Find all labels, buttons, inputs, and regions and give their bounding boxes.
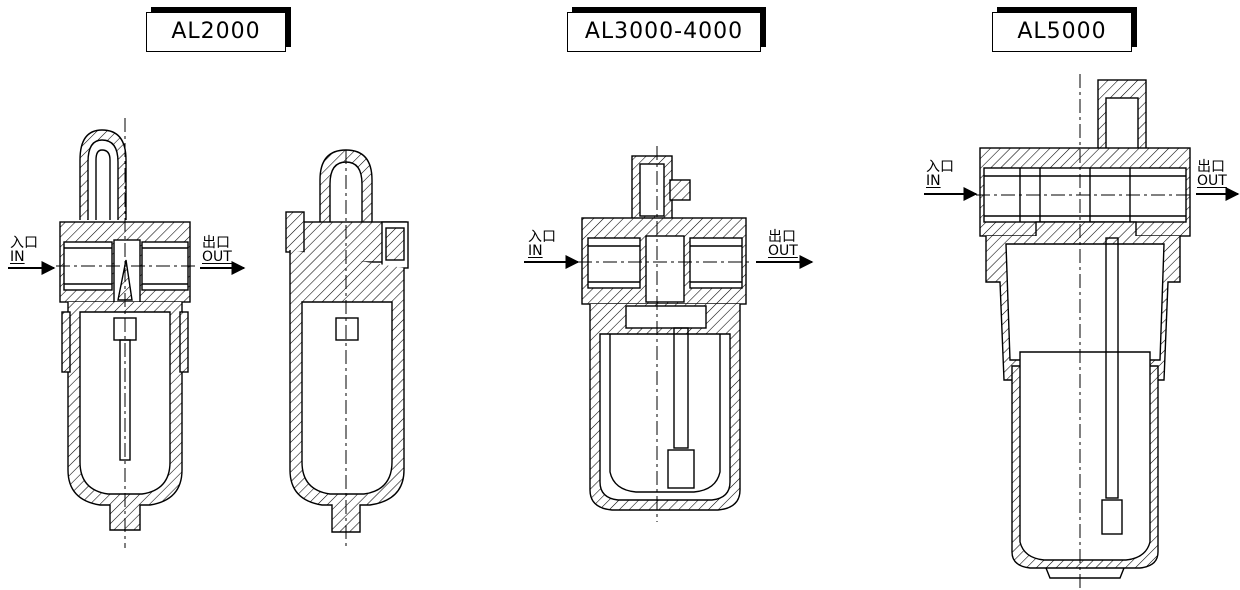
al5000-inlet-cn: 入口 <box>926 159 954 175</box>
al3000-inlet-cn: 入口 <box>528 229 556 245</box>
al5000-inlet-label: 入口 IN <box>926 160 954 188</box>
al2000-inlet-label: 入口 IN <box>10 236 38 264</box>
model-label-al5000: AL5000 <box>992 12 1132 52</box>
al2000-inlet-en: IN <box>10 249 25 265</box>
al5000-outlet-cn: 出口 <box>1197 159 1225 175</box>
al3000-4000-section <box>578 146 752 522</box>
al2000-outlet-en: OUT <box>202 249 232 265</box>
al3000-inlet-label: 入口 IN <box>528 230 556 258</box>
al5000-outlet-label: 出口 OUT <box>1197 160 1227 188</box>
al3000-outlet-en: OUT <box>768 243 798 259</box>
al5000-section <box>976 74 1194 590</box>
al3000-outlet-cn: 出口 <box>768 229 796 245</box>
al2000-inlet-cn: 入口 <box>10 235 38 251</box>
al2000-side-section <box>285 149 409 548</box>
al2000-outlet-label: 出口 OUT <box>202 236 232 264</box>
al2000-outlet-cn: 出口 <box>202 235 230 251</box>
al3000-outlet-label: 出口 OUT <box>768 230 798 258</box>
al3000-inlet-en: IN <box>528 243 543 259</box>
al5000-inlet-en: IN <box>926 173 941 189</box>
al2000-front-section <box>56 118 196 548</box>
model-label-al3000-4000: AL3000-4000 <box>567 12 761 52</box>
al5000-outlet-en: OUT <box>1197 173 1227 189</box>
model-label-al2000: AL2000 <box>146 12 286 52</box>
